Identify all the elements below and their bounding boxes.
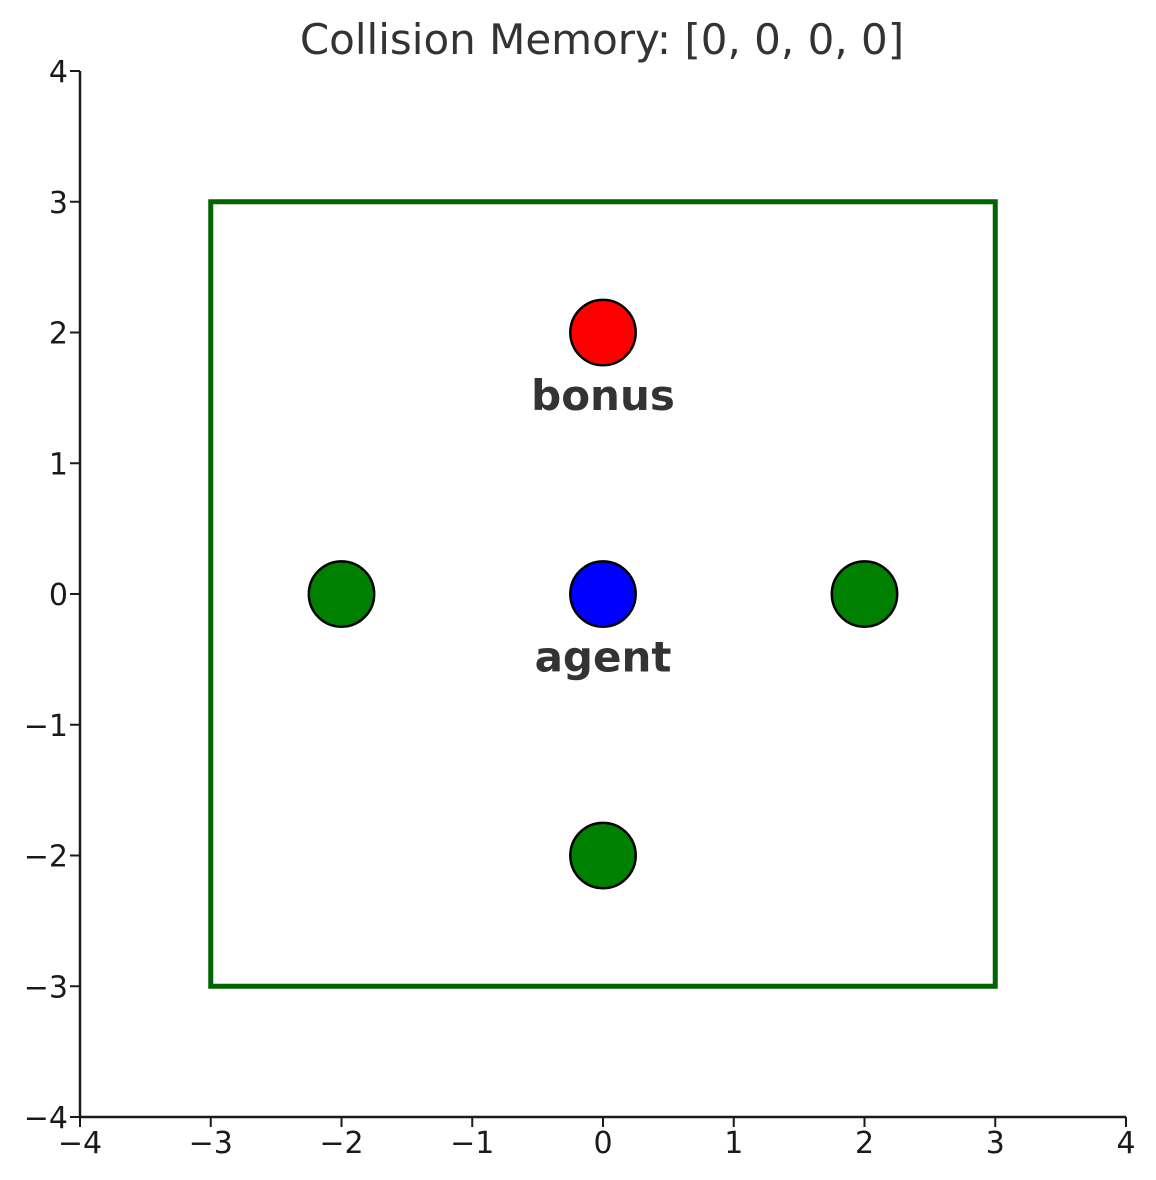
- x-tick-label: 2: [855, 1126, 874, 1161]
- axes: −4 −3 −2 −1 0 1 2 3 4 −4 −3 −2 −1 0 1 2 3 4: [24, 55, 1136, 1161]
- x-tick-label: 3: [986, 1126, 1005, 1161]
- y-tick-label: −2: [24, 840, 68, 875]
- point-agent: [569, 560, 637, 628]
- point-obstacle: [307, 560, 376, 628]
- point-obstacle: [569, 821, 637, 890]
- x-tick-label: 1: [724, 1126, 743, 1161]
- x-tick-label: −3: [189, 1126, 233, 1161]
- x-tick-label: −1: [450, 1126, 494, 1161]
- boundary-group: [208, 199, 998, 989]
- y-tick-label: 3: [49, 186, 68, 221]
- x-tick-label: −2: [319, 1126, 363, 1161]
- x-tick-label: 4: [1116, 1126, 1135, 1161]
- y-tick-label: 2: [49, 317, 68, 352]
- x-tick-label: 0: [593, 1126, 612, 1161]
- y-tick-label: −3: [24, 970, 68, 1005]
- x-tick-label: −4: [58, 1126, 102, 1161]
- point-label-bonus: bonus: [531, 371, 675, 420]
- y-tick-label: 1: [49, 447, 68, 482]
- y-tick-label: 4: [49, 55, 68, 90]
- points-group: [307, 298, 899, 890]
- y-tick-label: −1: [24, 709, 68, 744]
- chart-title: Collision Memory: [0, 0, 0, 0]: [300, 15, 904, 64]
- y-tick-label: −4: [24, 1101, 68, 1136]
- point-label-agent: agent: [535, 633, 672, 682]
- y-tick-label: 0: [49, 578, 68, 613]
- point-bonus: [569, 298, 637, 367]
- point-obstacle: [830, 560, 899, 628]
- boundary-square: [208, 199, 998, 989]
- point-labels-group: bonus agent: [531, 371, 675, 682]
